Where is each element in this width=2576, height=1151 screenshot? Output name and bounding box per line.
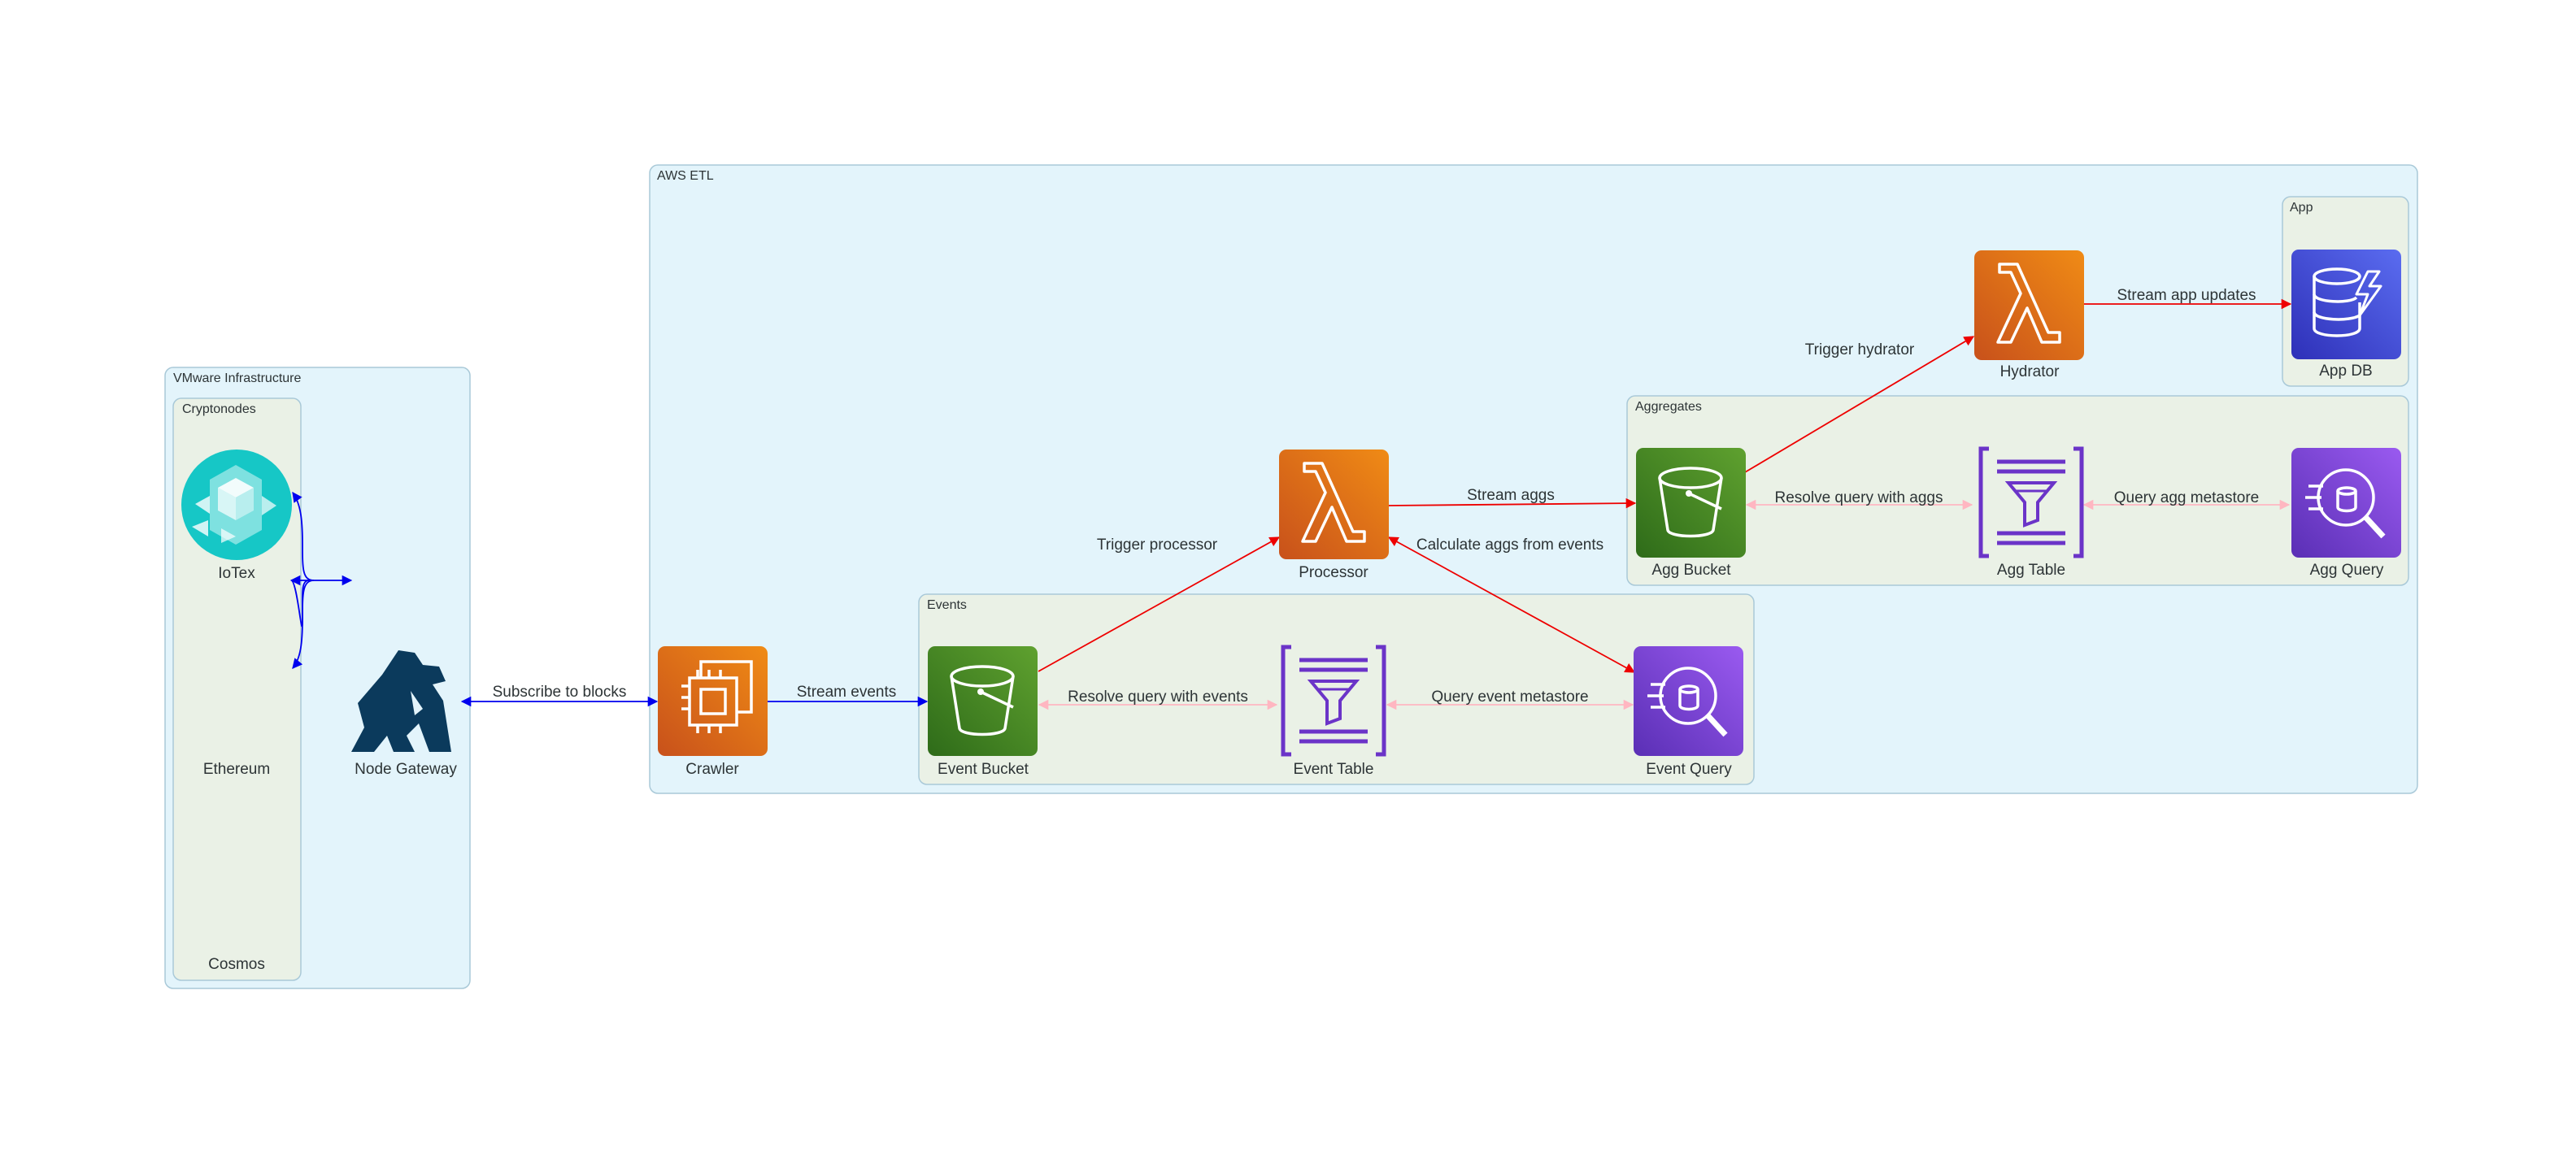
- node-label: Node Gateway: [355, 761, 457, 778]
- edge-label: Query agg metastore: [2114, 489, 2259, 506]
- node-agg-bucket[interactable]: Agg Bucket: [1636, 448, 1746, 579]
- node-label: Event Table: [1294, 761, 1374, 778]
- node-label: Processor: [1299, 564, 1368, 581]
- edge-subscribe-to-blocks: Subscribe to blocks: [460, 684, 659, 707]
- edge-label: Resolve query with aggs: [1775, 489, 1943, 506]
- edge-label: Trigger hydrator: [1805, 341, 1915, 358]
- edge-stream-aggs: Stream aggs: [1388, 487, 1637, 509]
- edge-calculate-aggs-from-events: Calculate aggs from events: [1387, 536, 1636, 673]
- edge-resolve-query-with-aggs: Resolve query with aggs: [1745, 489, 1973, 510]
- cluster-title: VMware Infrastructure: [173, 371, 301, 385]
- iotex-icon: [181, 450, 292, 560]
- edge-label: Trigger processor: [1097, 536, 1218, 554]
- athena-icon: [2291, 448, 2401, 558]
- gorilla-icon: [351, 650, 451, 752]
- glue-table-icon: [1978, 446, 2084, 558]
- s3-bucket-icon: [1636, 448, 1746, 558]
- edge-label: Stream aggs: [1467, 487, 1555, 504]
- node-app-db[interactable]: App DB: [2291, 250, 2401, 380]
- node-crawler[interactable]: Crawler: [658, 646, 768, 778]
- node-label: Hydrator: [2000, 363, 2060, 380]
- edge-stream-events: Stream events: [768, 684, 929, 707]
- node-label: App DB: [2319, 363, 2372, 380]
- node-ethereum[interactable]: Ethereum: [203, 761, 270, 778]
- node-label: Ethereum: [203, 761, 270, 778]
- node-event-bucket[interactable]: Event Bucket: [928, 646, 1038, 778]
- cluster-title: Aggregates: [1635, 400, 1702, 414]
- glue-table-icon: [1281, 645, 1386, 757]
- edge-resolve-query-with-events: Resolve query with events: [1038, 688, 1278, 710]
- edge-query-event-metastore: Query event metastore: [1386, 688, 1634, 710]
- dynamodb-icon: [2291, 250, 2401, 359]
- lambda-icon: [1279, 450, 1389, 559]
- edge-cryptonodes-gateway: [289, 491, 353, 669]
- node-agg-query[interactable]: Agg Query: [2291, 448, 2401, 579]
- node-label: IoTex: [218, 565, 255, 582]
- edge-query-agg-metastore: Query agg metastore: [2082, 489, 2291, 510]
- edge-label: Stream events: [797, 684, 897, 701]
- node-label: Event Bucket: [938, 761, 1029, 778]
- edge-trigger-processor: Trigger processor: [1038, 536, 1281, 672]
- edge-label: Calculate aggs from events: [1416, 536, 1603, 554]
- edge-label: Query event metastore: [1431, 688, 1588, 706]
- ec2-icon: [658, 646, 768, 756]
- node-processor[interactable]: Processor: [1279, 450, 1389, 581]
- edge-label: Subscribe to blocks: [493, 684, 627, 701]
- lambda-icon: [1974, 250, 2084, 360]
- node-label: Agg Query: [2310, 562, 2384, 579]
- s3-bucket-icon: [928, 646, 1038, 756]
- edge-label: Stream app updates: [2117, 287, 2256, 304]
- node-event-table[interactable]: Event Table: [1281, 645, 1386, 778]
- athena-icon: [1634, 646, 1743, 756]
- node-iotex[interactable]: IoTex: [181, 450, 292, 582]
- node-agg-table[interactable]: Agg Table: [1978, 446, 2084, 579]
- node-node-gateway[interactable]: Node Gateway: [351, 650, 457, 778]
- edge-label: Resolve query with events: [1068, 688, 1248, 706]
- node-label: Crawler: [685, 761, 739, 778]
- node-label: Cosmos: [208, 956, 265, 973]
- node-label: Event Query: [1646, 761, 1732, 778]
- cluster-title: Events: [927, 598, 967, 612]
- node-label: Agg Bucket: [1651, 562, 1731, 579]
- node-event-query[interactable]: Event Query: [1634, 646, 1743, 778]
- cluster-title: App: [2290, 201, 2313, 215]
- cluster-title: Cryptonodes: [182, 402, 256, 416]
- node-hydrator[interactable]: Hydrator: [1974, 250, 2084, 380]
- edge-trigger-hydrator: Trigger hydrator: [1744, 336, 1975, 473]
- edge-stream-app-updates: Stream app updates: [2083, 287, 2292, 310]
- cluster-title: AWS ETL: [657, 169, 714, 183]
- node-label: Agg Table: [1997, 562, 2065, 579]
- node-cosmos[interactable]: Cosmos: [208, 956, 265, 973]
